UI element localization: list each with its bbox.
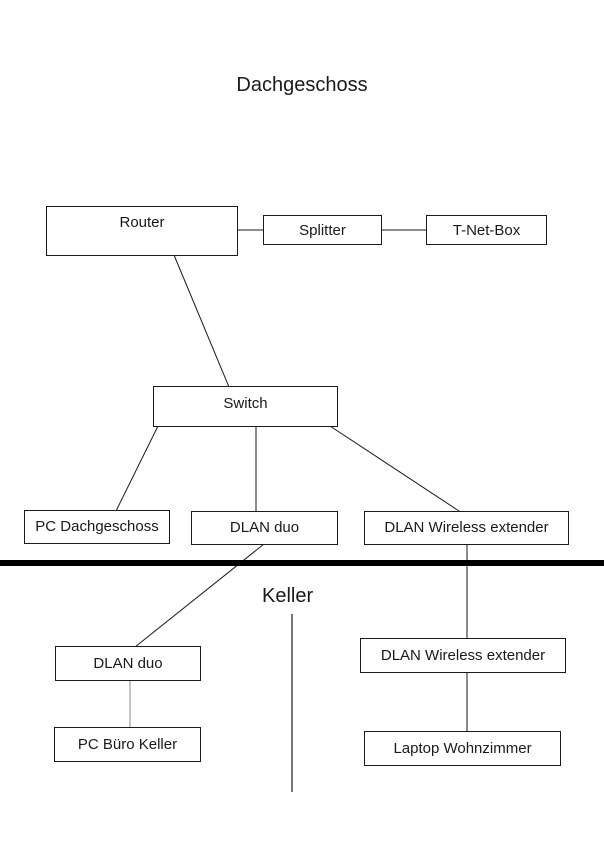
- node-dlan-wireless-bottom: DLAN Wireless extender: [360, 638, 566, 673]
- node-label: Splitter: [299, 222, 346, 239]
- node-label: DLAN Wireless extender: [384, 519, 549, 536]
- node-tnetbox: T-Net-Box: [426, 215, 547, 245]
- node-label: PC Büro Keller: [77, 736, 178, 753]
- node-label: DLAN duo: [93, 655, 163, 672]
- diagram-title: Dachgeschoss: [236, 74, 368, 96]
- node-dlan-duo-bottom: DLAN duo: [55, 646, 201, 681]
- node-dlan-duo-top: DLAN duo: [191, 511, 338, 545]
- lower-floor-label: Keller: [262, 585, 314, 607]
- node-label: T-Net-Box: [452, 222, 521, 239]
- node-dlan-wireless-top: DLAN Wireless extender: [364, 511, 569, 545]
- node-switch: Switch: [153, 386, 338, 427]
- node-router: Router: [46, 206, 238, 256]
- node-label: Laptop Wohnzimmer: [393, 740, 532, 757]
- node-label: Switch: [223, 395, 268, 412]
- node-label: DLAN duo: [229, 519, 300, 536]
- edge-switch-dlan-wireless: [329, 425, 460, 512]
- node-pc-dachgeschoss: PC Dachgeschoss: [24, 510, 170, 544]
- edge-switch-pc-dach: [115, 425, 159, 512]
- edge-router-switch: [173, 254, 230, 388]
- node-label: PC Dachgeschoss: [35, 518, 159, 535]
- node-label: DLAN Wireless extender: [380, 647, 546, 664]
- node-label: Router: [119, 214, 165, 231]
- edge-dlan-duo-link: [134, 543, 265, 648]
- node-laptop-wohnzimmer: Laptop Wohnzimmer: [364, 731, 561, 766]
- node-splitter: Splitter: [263, 215, 382, 245]
- node-pc-buero-keller: PC Büro Keller: [54, 727, 201, 762]
